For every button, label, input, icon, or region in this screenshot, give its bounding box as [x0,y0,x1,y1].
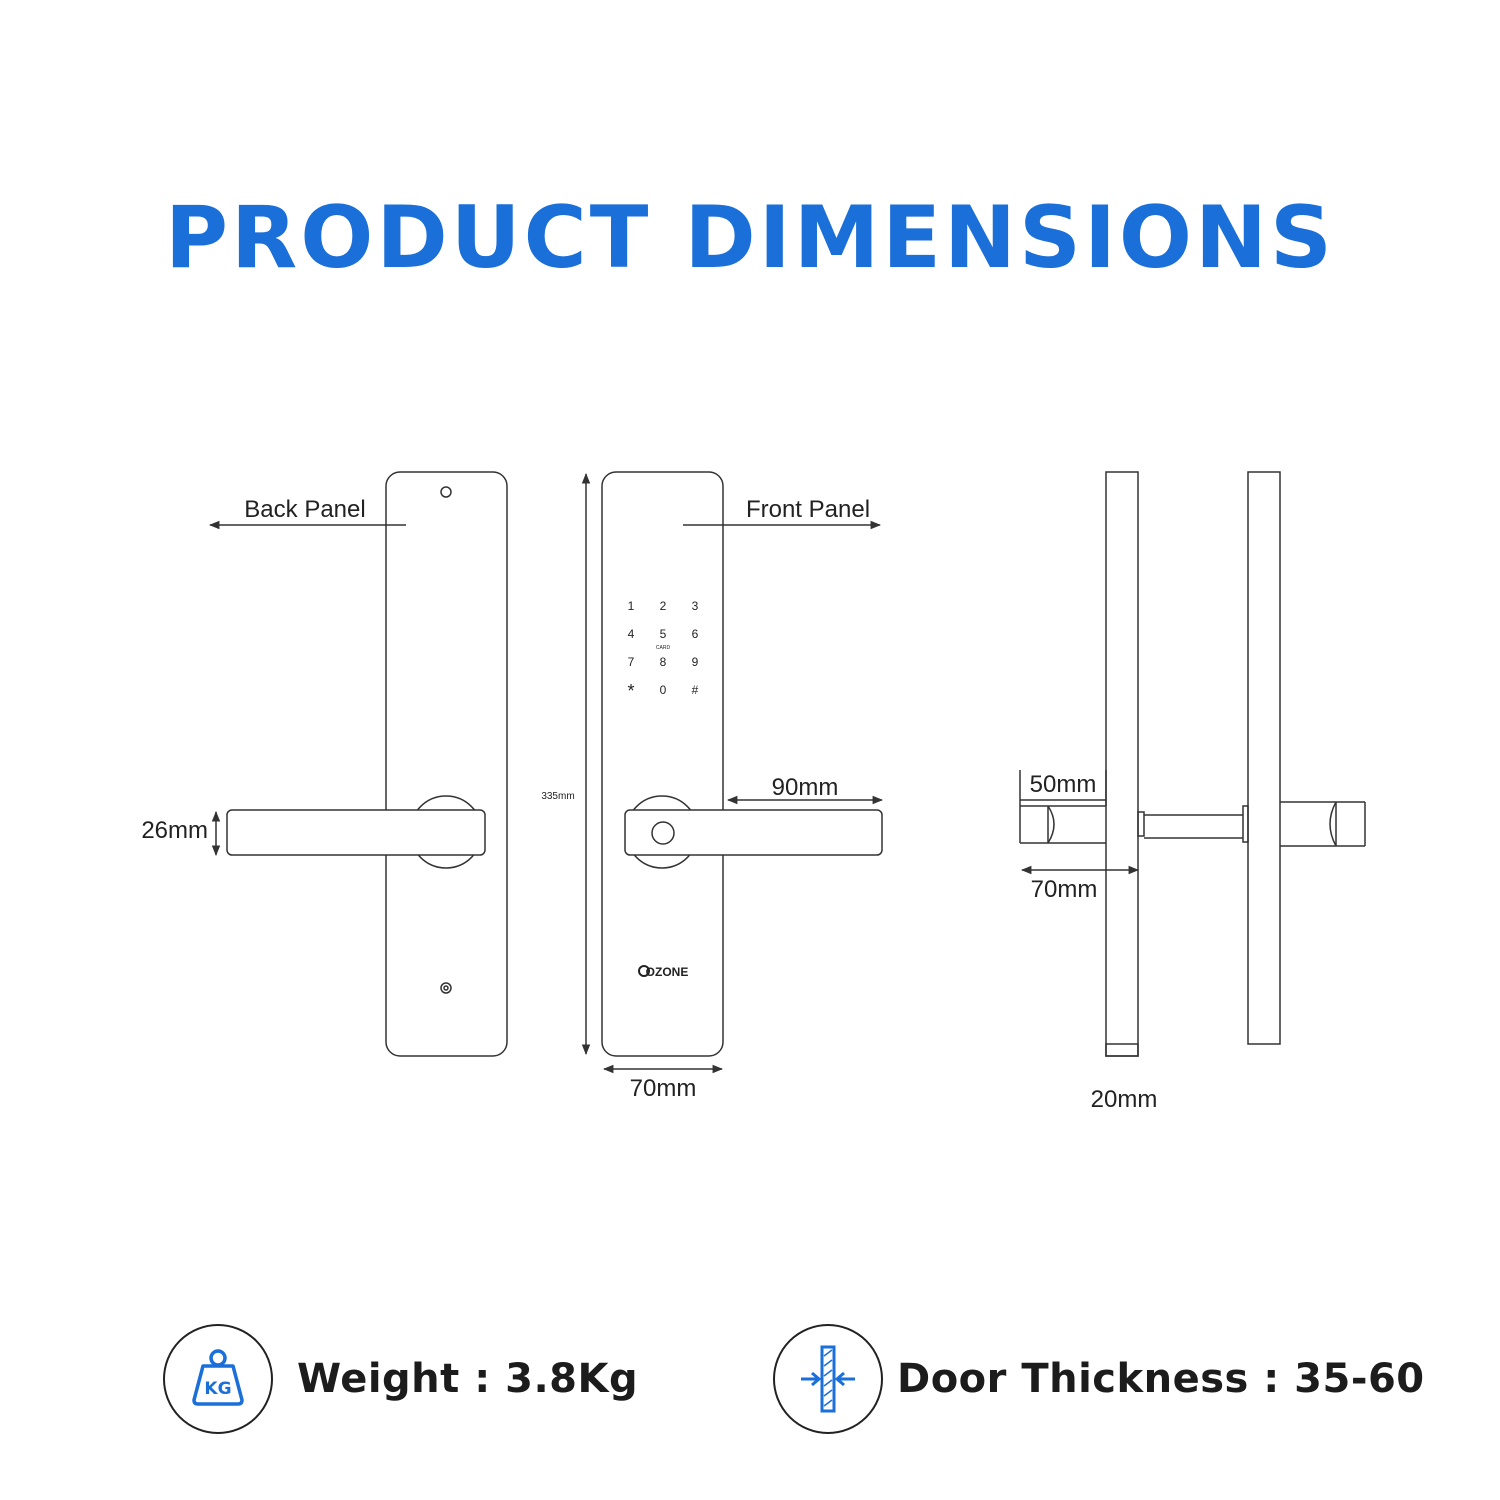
weight-label: Weight : 3.8Kg [297,1356,639,1402]
front-panel-drawing [601,471,883,1057]
side-back-plate [1247,471,1281,1045]
back-handle [226,809,486,856]
side-offset-label: 70mm [1031,876,1098,903]
keypad-key: 6 [692,627,699,641]
keypad-key: * [627,681,634,701]
screw-bottom [440,982,452,994]
handle-length-label: 90mm [772,774,839,801]
brand-logo: OZONE [638,965,689,979]
kg-text: KG [204,1379,231,1399]
card-label: CARD [656,645,671,651]
side-front-plate [1105,471,1139,1057]
door-thickness-spec: Door Thickness : 35-60 [773,1322,1425,1436]
handle-depth-label: 50mm [1030,771,1097,798]
fingerprint-sensor [651,821,675,845]
keypad-key: 9 [692,655,699,669]
handle-height-label: 26mm [141,817,208,844]
front-panel-label: Front Panel [746,496,870,523]
door-thickness-badge [773,1324,883,1434]
door-thickness-icon [801,1345,855,1413]
keypad-key: 0 [660,683,667,697]
keypad: 1 2 3 4 5 6 CARD 7 8 9 * 0 # [627,599,698,701]
front-handle [624,809,883,856]
keypad-key: 4 [628,627,635,641]
weight-spec: KG Weight : 3.8Kg [163,1322,638,1436]
keypad-key: 2 [660,599,667,613]
keypad-key: 7 [628,655,635,669]
keypad-key: 3 [692,599,699,613]
kg-weight-icon: KG [192,1349,244,1406]
side-thickness-label: 20mm [1091,1086,1158,1113]
panel-width-label: 70mm [630,1075,697,1102]
door-thickness-label: Door Thickness : 35-60 [897,1356,1425,1402]
panel-height-label: 335mm [541,791,574,802]
keypad-key: 5 [660,627,667,641]
brand-name: OZONE [646,965,689,979]
front-panel-plate [601,471,724,1057]
back-panel-drawing [226,471,508,1057]
back-panel-label: Back Panel [244,496,365,523]
side-view-drawing [1019,471,1366,1057]
keypad-key: 1 [628,599,635,613]
weight-badge: KG [163,1324,273,1434]
keypad-key: 8 [660,655,667,669]
page-title: PRODUCT DIMENSIONS [165,188,1335,288]
back-panel-plate [385,471,508,1057]
keypad-key: # [692,683,699,697]
screw-top [440,486,452,498]
